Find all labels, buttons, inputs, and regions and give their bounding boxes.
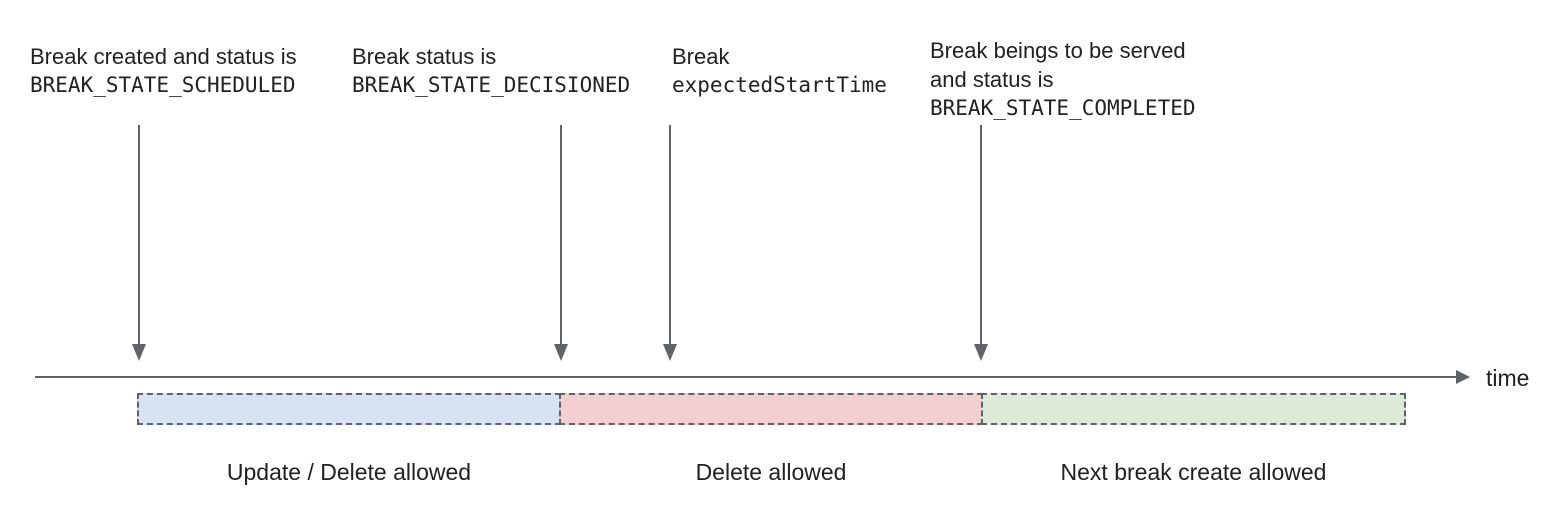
annotation-expected-start: Break expectedStartTime	[672, 42, 887, 100]
segment-delete-allowed	[559, 393, 983, 425]
arrow-down-icon	[554, 125, 568, 361]
segment-label-delete: Delete allowed	[695, 459, 847, 485]
annotation-decisioned: Break status is BREAK_STATE_DECISIONED	[352, 42, 630, 100]
arrow-down-icon	[132, 125, 146, 361]
time-axis-line	[35, 376, 1458, 378]
segment-label-update-delete: Update / Delete allowed	[226, 459, 472, 485]
arrow-down-icon	[974, 125, 988, 361]
segment-next-break-create-allowed	[981, 393, 1406, 425]
time-axis-label: time	[1486, 365, 1530, 391]
annotation-completed-text-2: and status is	[930, 67, 1054, 92]
annotation-expected-start-code: expectedStartTime	[672, 73, 887, 97]
annotation-completed-code: BREAK_STATE_COMPLETED	[930, 96, 1196, 120]
arrow-down-icon	[663, 125, 677, 361]
annotation-decisioned-text: Break status is	[352, 44, 497, 69]
annotation-scheduled: Break created and status is BREAK_STATE_…	[30, 42, 297, 100]
segment-update-delete-allowed	[137, 393, 561, 425]
annotation-scheduled-text: Break created and status is	[30, 44, 297, 69]
annotation-completed-text-1: Break beings to be served	[930, 38, 1186, 63]
annotation-completed: Break beings to be served and status is …	[930, 36, 1196, 123]
annotation-expected-start-text: Break	[672, 44, 730, 69]
time-axis-arrowhead-icon	[1456, 370, 1470, 384]
segment-label-next-break: Next break create allowed	[1060, 459, 1327, 485]
annotation-scheduled-code: BREAK_STATE_SCHEDULED	[30, 73, 296, 97]
annotation-decisioned-code: BREAK_STATE_DECISIONED	[352, 73, 631, 97]
